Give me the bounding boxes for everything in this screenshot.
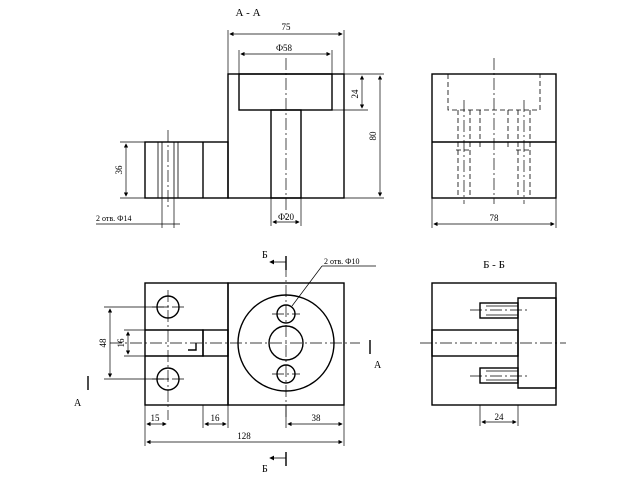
dim-128: 128 — [237, 431, 251, 441]
dim-80: 80 — [368, 131, 378, 141]
section-bb-outline — [431, 282, 557, 406]
section-bb-view: Б - Б 24 — [420, 259, 566, 426]
plan-view: 2 отв. Ф10 48 16 15 16 38 128 Б Б А — [74, 250, 382, 475]
lug-hatch-left — [144, 141, 159, 199]
section-bb-title: Б - Б — [483, 259, 505, 271]
dim-36: 36 — [114, 165, 124, 175]
dim-78: 78 — [490, 213, 500, 223]
cut-label-a-right: А — [374, 360, 382, 371]
cut-label-a-left: А — [74, 398, 82, 409]
dim-38: 38 — [312, 413, 322, 423]
dim-2x-phi14: 2 отв. Ф14 — [96, 214, 132, 223]
dim-48: 48 — [98, 338, 108, 348]
dim-16-horizontal: 16 — [211, 413, 221, 423]
counterbore — [238, 73, 333, 111]
dim-2x-phi10: 2 отв. Ф10 — [324, 257, 360, 266]
cut-label-b-top: Б — [262, 250, 268, 261]
lug-hatch-right — [177, 141, 204, 199]
dim-phi58: Ф58 — [276, 43, 293, 53]
section-aa-title: А - А — [235, 7, 260, 19]
dim-24-top: 24 — [350, 89, 360, 99]
side-view: 78 — [431, 58, 557, 228]
dim-15: 15 — [151, 413, 161, 423]
plan-left-block — [144, 282, 229, 406]
cut-label-b-bottom: Б — [262, 464, 268, 475]
dim-75: 75 — [282, 22, 292, 32]
lug-outline — [144, 141, 229, 199]
dim-phi20: Ф20 — [278, 212, 295, 222]
dim-24-bb: 24 — [495, 412, 505, 422]
dim-16-vertical: 16 — [116, 338, 126, 348]
section-aa-view: А - А 75 Ф58 24 80 — [96, 7, 384, 228]
